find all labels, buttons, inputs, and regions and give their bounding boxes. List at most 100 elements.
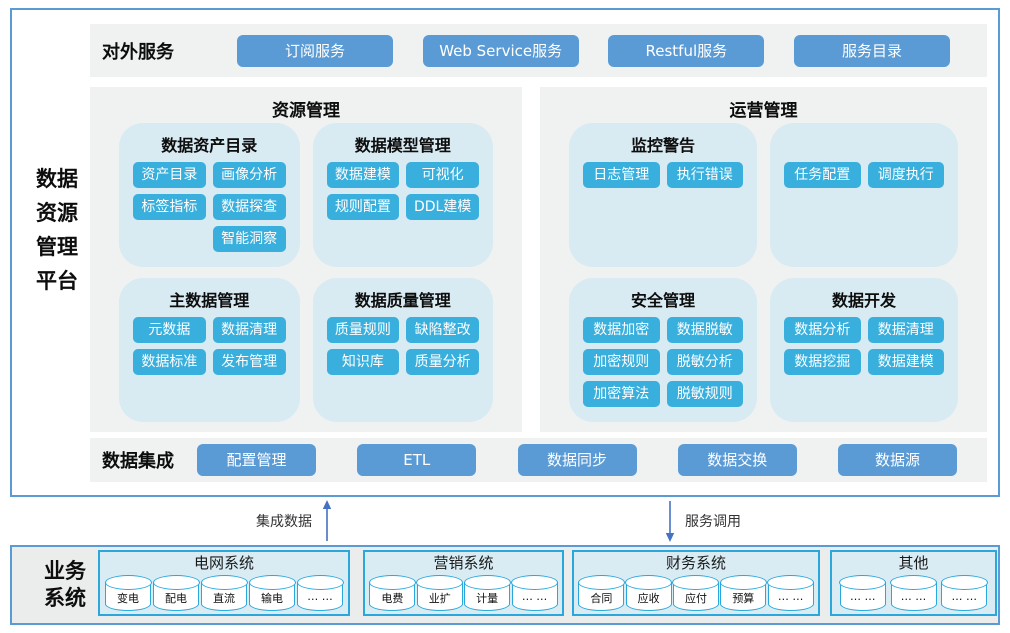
data-exchange-button[interactable]: 数据交换 <box>677 444 797 476</box>
data-mask-chip[interactable]: 数据脱敏 <box>666 317 743 343</box>
db-cylinder: 输电 <box>248 575 296 611</box>
group-chips: 日志管理 执行错误 <box>578 160 748 190</box>
knowledge-base-chip[interactable]: 知识库 <box>326 349 400 375</box>
metadata-chip[interactable]: 元数据 <box>133 317 206 343</box>
group-data-quality-mgmt: 数据质量管理 质量规则 缺陷整改 知识库 质量分析 <box>312 278 493 422</box>
data-integration-buttons: 配置管理 ETL 数据同步 数据交换 数据源 <box>197 438 957 482</box>
group-data-dev: 数据开发 数据分析 数据清理 数据挖掘 数据建模 <box>770 278 958 422</box>
service-call-flow: 服务调用 <box>664 499 741 543</box>
group-title: 营销系统 <box>433 554 494 572</box>
db-cylinders: 电费 业扩 计量 … … <box>365 573 562 611</box>
business-label-line: 业务 <box>44 559 86 583</box>
db-cylinder: … … <box>296 575 344 611</box>
other-system-group: 其他 … … … … … … <box>830 550 997 616</box>
data-integration-row: 数据集成 配置管理 ETL 数据同步 数据交换 数据源 <box>90 438 987 482</box>
quality-analysis-chip[interactable]: 质量分析 <box>406 349 479 375</box>
business-systems-label: 业务 系统 <box>32 558 98 612</box>
db-cylinders: 变电 配电 直流 输电 … … <box>100 573 348 611</box>
data-probe-chip[interactable]: 数据探查 <box>212 194 286 220</box>
arrow-up-icon <box>322 500 332 541</box>
operation-mgmt-title: 运营管理 <box>729 101 798 121</box>
db-cylinder: 合同 <box>577 575 625 611</box>
visualization-chip[interactable]: 可视化 <box>406 162 479 188</box>
resource-mgmt-groups: 数据资产目录 资产目录 画像分析 标签指标 数据探查 智能洞察 数据模型管理 数… <box>90 123 522 422</box>
group-chips: 资产目录 画像分析 标签指标 数据探查 智能洞察 <box>128 160 291 254</box>
db-cylinder: 应付 <box>672 575 720 611</box>
group-title: 数据质量管理 <box>354 291 451 310</box>
platform-title-line: 资源 <box>36 201 78 225</box>
external-services-label: 对外服务 <box>102 41 174 63</box>
web-service-button[interactable]: Web Service服务 <box>422 34 579 67</box>
rule-config-chip[interactable]: 规则配置 <box>326 194 400 220</box>
data-mining-chip[interactable]: 数据挖掘 <box>784 349 861 375</box>
group-chips: 元数据 数据清理 数据标准 发布管理 <box>128 315 291 377</box>
group-title: 主数据管理 <box>169 291 250 310</box>
group-security-mgmt: 安全管理 数据加密 数据脱敏 加密规则 脱敏分析 加密算法 脱敏规则 <box>569 278 757 422</box>
arrow-down-icon <box>665 501 675 542</box>
group-title: 数据开发 <box>831 291 896 310</box>
finance-system-group: 财务系统 合同 应收 应付 预算 … … <box>572 550 820 616</box>
platform-container: 数据 资源 管理 平台 对外服务 订阅服务 Web Service服务 Rest… <box>10 8 1000 497</box>
tag-indicator-chip[interactable]: 标签指标 <box>133 194 206 220</box>
group-title <box>779 131 949 160</box>
group-monitor-alert: 监控警告 日志管理 执行错误 <box>569 123 757 267</box>
encrypt-algo-chip[interactable]: 加密算法 <box>583 381 660 407</box>
encrypt-rule-chip[interactable]: 加密规则 <box>583 349 660 375</box>
data-source-button[interactable]: 数据源 <box>838 444 957 476</box>
group-data-model-mgmt: 数据模型管理 数据建模 可视化 规则配置 DDL建模 <box>312 123 493 267</box>
config-mgmt-button[interactable]: 配置管理 <box>197 444 316 476</box>
smart-insight-chip[interactable]: 智能洞察 <box>212 226 286 252</box>
service-call-label: 服务调用 <box>685 514 741 530</box>
publish-mgmt-chip[interactable]: 发布管理 <box>212 349 286 375</box>
resource-mgmt-title: 资源管理 <box>272 101 340 121</box>
asset-catalog-chip[interactable]: 资产目录 <box>133 162 206 188</box>
task-config-chip[interactable]: 任务配置 <box>784 162 861 188</box>
integrate-data-flow: 集成数据 <box>256 499 333 543</box>
db-cylinder: 变电 <box>104 575 152 611</box>
group-title: 其他 <box>898 554 929 572</box>
log-mgmt-chip[interactable]: 日志管理 <box>583 162 660 188</box>
platform-title-line: 平台 <box>36 269 78 293</box>
data-standard-chip[interactable]: 数据标准 <box>133 349 206 375</box>
data-cleaning-chip[interactable]: 数据清理 <box>212 317 286 343</box>
db-cylinder: 业扩 <box>416 575 464 611</box>
ddl-modeling-chip[interactable]: DDL建模 <box>406 194 479 220</box>
restful-service-button[interactable]: Restful服务 <box>608 34 765 67</box>
subscribe-service-button[interactable]: 订阅服务 <box>237 34 393 67</box>
platform-title-line: 管理 <box>36 235 78 259</box>
group-title: 财务系统 <box>665 554 726 572</box>
external-services-buttons: 订阅服务 Web Service服务 Restful服务 服务目录 <box>237 24 950 77</box>
db-cylinder: 预算 <box>719 575 767 611</box>
service-catalog-button[interactable]: 服务目录 <box>793 34 950 67</box>
data-modeling-chip[interactable]: 数据建模 <box>326 162 400 188</box>
portrait-analysis-chip[interactable]: 画像分析 <box>212 162 286 188</box>
data-sync-button[interactable]: 数据同步 <box>517 444 637 476</box>
etl-button[interactable]: ETL <box>357 444 477 476</box>
quality-rule-chip[interactable]: 质量规则 <box>326 317 400 343</box>
data-cleaning2-chip[interactable]: 数据清理 <box>867 317 944 343</box>
group-title: 安全管理 <box>630 291 695 310</box>
grid-system-group: 电网系统 变电 配电 直流 输电 … … <box>98 550 350 616</box>
schedule-exec-chip[interactable]: 调度执行 <box>867 162 944 188</box>
business-systems-container: 业务 系统 电网系统 变电 配电 直流 输电 … … 营销系统 电费 业扩 计量… <box>10 545 1000 625</box>
data-modeling2-chip[interactable]: 数据建模 <box>867 349 944 375</box>
data-analysis-chip[interactable]: 数据分析 <box>784 317 861 343</box>
defect-rectify-chip[interactable]: 缺陷整改 <box>406 317 479 343</box>
db-cylinder: … … <box>511 575 559 611</box>
operation-mgmt-groups: 监控警告 日志管理 执行错误 任务配置 调度执行 安全管理 <box>540 123 987 422</box>
group-chips: 数据建模 可视化 规则配置 DDL建模 <box>322 160 485 222</box>
platform-title: 数据 资源 管理 平台 <box>24 162 90 298</box>
group-chips: 数据分析 数据清理 数据挖掘 数据建模 <box>779 315 949 377</box>
platform-title-line: 数据 <box>36 167 78 191</box>
db-cylinder: 电费 <box>368 575 416 611</box>
marketing-system-group: 营销系统 电费 业扩 计量 … … <box>363 550 564 616</box>
mask-rule-chip[interactable]: 脱敏规则 <box>666 381 743 407</box>
data-encrypt-chip[interactable]: 数据加密 <box>583 317 660 343</box>
db-cylinder: 直流 <box>200 575 248 611</box>
group-chips: 质量规则 缺陷整改 知识库 质量分析 <box>322 315 485 377</box>
group-data-asset-catalog: 数据资产目录 资产目录 画像分析 标签指标 数据探查 智能洞察 <box>119 123 300 267</box>
exec-error-chip[interactable]: 执行错误 <box>666 162 743 188</box>
mask-analysis-chip[interactable]: 脱敏分析 <box>666 349 743 375</box>
db-cylinder: … … <box>890 575 937 611</box>
